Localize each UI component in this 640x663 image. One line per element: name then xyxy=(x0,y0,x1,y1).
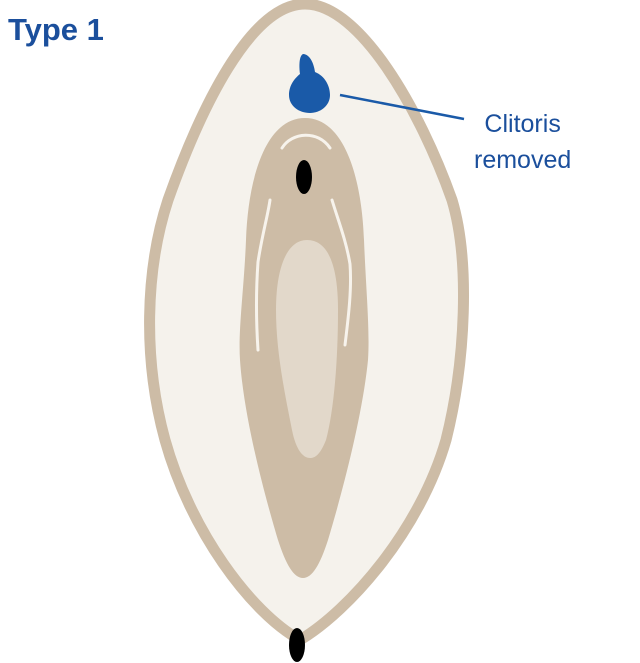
vestibule xyxy=(276,240,338,458)
annotation-line-1: Clitoris xyxy=(484,110,561,138)
anal-opening xyxy=(289,628,305,662)
annotation-leader-line xyxy=(339,93,465,121)
annotation-label: Clitoris removed xyxy=(474,106,571,178)
annotation-line-2: removed xyxy=(474,146,572,174)
highlight-line-right xyxy=(330,198,353,347)
clitoris-marker xyxy=(289,54,330,113)
diagram-title: Type 1 xyxy=(8,12,104,47)
highlight-arc-top xyxy=(280,133,332,150)
urethral-opening xyxy=(296,160,312,194)
highlight-line-left xyxy=(255,198,272,352)
